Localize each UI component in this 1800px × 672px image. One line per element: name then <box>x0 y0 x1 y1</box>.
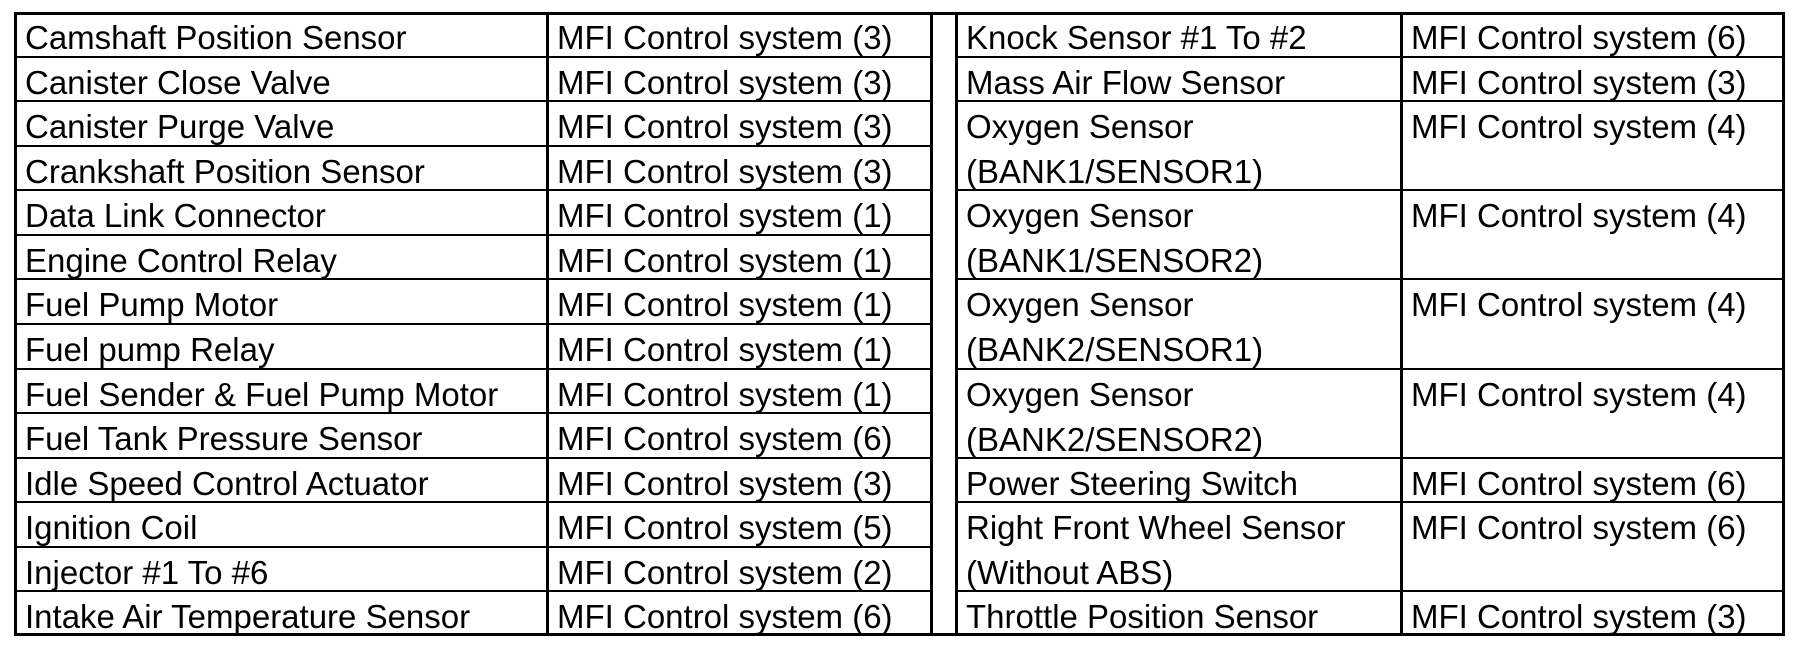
right-column-divider <box>1400 12 1403 636</box>
component-name: Knock Sensor #1 To #2 <box>966 19 1307 56</box>
component-name: Fuel pump Relay <box>25 330 275 368</box>
location-value: MFI Control system (4) <box>1411 375 1747 413</box>
row-separator <box>17 546 930 548</box>
component-name: Power Steering Switch <box>966 464 1298 502</box>
row-separator <box>17 100 930 102</box>
row-separator <box>17 457 930 459</box>
location-value: MFI Control system (1) <box>557 286 893 324</box>
row-separator <box>17 412 930 414</box>
spacer-left-border <box>930 12 933 636</box>
spacer-right-border <box>955 12 958 636</box>
location-value: MFI Control system (6) <box>1411 19 1747 56</box>
location-value: MFI Control system (3) <box>1411 598 1747 636</box>
location-value: MFI Control system (3) <box>557 464 893 502</box>
row-separator <box>958 590 1783 592</box>
row-separator <box>17 56 930 58</box>
location-value: MFI Control system (6) <box>1411 464 1747 502</box>
location-value: MFI Control system (6) <box>1411 509 1747 547</box>
location-value: MFI Control system (4) <box>1411 197 1747 235</box>
row-separator <box>17 590 930 592</box>
location-value: MFI Control system (1) <box>557 375 893 413</box>
row-separator <box>958 368 1783 370</box>
row-separator <box>958 501 1783 503</box>
location-value: MFI Control system (2) <box>557 553 893 591</box>
location-value: MFI Control system (4) <box>1411 286 1747 324</box>
component-name: Canister Close Valve <box>25 63 331 101</box>
component-name: Oxygen Sensor (BANK2/SENSOR1) <box>966 286 1264 369</box>
component-name: Oxygen Sensor (BANK2/SENSOR2) <box>966 375 1264 458</box>
row-separator <box>17 278 930 280</box>
row-separator <box>17 189 930 191</box>
location-value: MFI Control system (1) <box>557 197 893 235</box>
location-value: MFI Control system (6) <box>557 420 893 458</box>
component-name: Fuel Sender & Fuel Pump Motor <box>25 375 499 413</box>
component-name: Ignition Coil <box>25 509 198 547</box>
component-name: Crankshaft Position Sensor <box>25 152 425 190</box>
location-value: MFI Control system (4) <box>1411 108 1747 146</box>
row-separator <box>958 278 1783 280</box>
location-value: MFI Control system (1) <box>557 241 893 279</box>
component-name: Mass Air Flow Sensor <box>966 63 1286 101</box>
location-value: MFI Control system (6) <box>557 598 893 636</box>
row-separator <box>958 457 1783 459</box>
location-value: MFI Control system (1) <box>557 330 893 368</box>
row-separator <box>958 189 1783 191</box>
component-name: Engine Control Relay <box>25 241 337 279</box>
component-name: Oxygen Sensor (BANK1/SENSOR2) <box>966 197 1264 280</box>
location-value: MFI Control system (3) <box>557 152 893 190</box>
row-separator <box>17 368 930 370</box>
row-separator <box>17 501 930 503</box>
component-name: Oxygen Sensor (BANK1/SENSOR1) <box>966 108 1264 191</box>
location-value: MFI Control system (3) <box>557 63 893 101</box>
component-name: Camshaft Position Sensor <box>25 19 407 56</box>
row-separator <box>17 145 930 147</box>
row-separator <box>958 56 1783 58</box>
component-name: Throttle Position Sensor <box>966 598 1319 636</box>
row-separator <box>17 234 930 236</box>
row-separator <box>17 323 930 325</box>
location-value: MFI Control system (3) <box>557 108 893 146</box>
row-separator <box>958 100 1783 102</box>
component-name: Intake Air Temperature Sensor <box>25 598 471 636</box>
component-name: Fuel Pump Motor <box>25 286 279 324</box>
location-value: MFI Control system (3) <box>557 19 893 56</box>
component-name: Injector #1 To #6 <box>25 553 269 591</box>
table-frame <box>14 12 1785 636</box>
location-value: MFI Control system (3) <box>1411 63 1747 101</box>
component-name: Right Front Wheel Sensor (Without ABS) <box>966 509 1346 592</box>
component-name: Fuel Tank Pressure Sensor <box>25 420 423 458</box>
location-value: MFI Control system (5) <box>557 509 893 547</box>
component-name: Canister Purge Valve <box>25 108 335 146</box>
component-name: Idle Speed Control Actuator <box>25 464 429 502</box>
component-name: Data Link Connector <box>25 197 326 235</box>
